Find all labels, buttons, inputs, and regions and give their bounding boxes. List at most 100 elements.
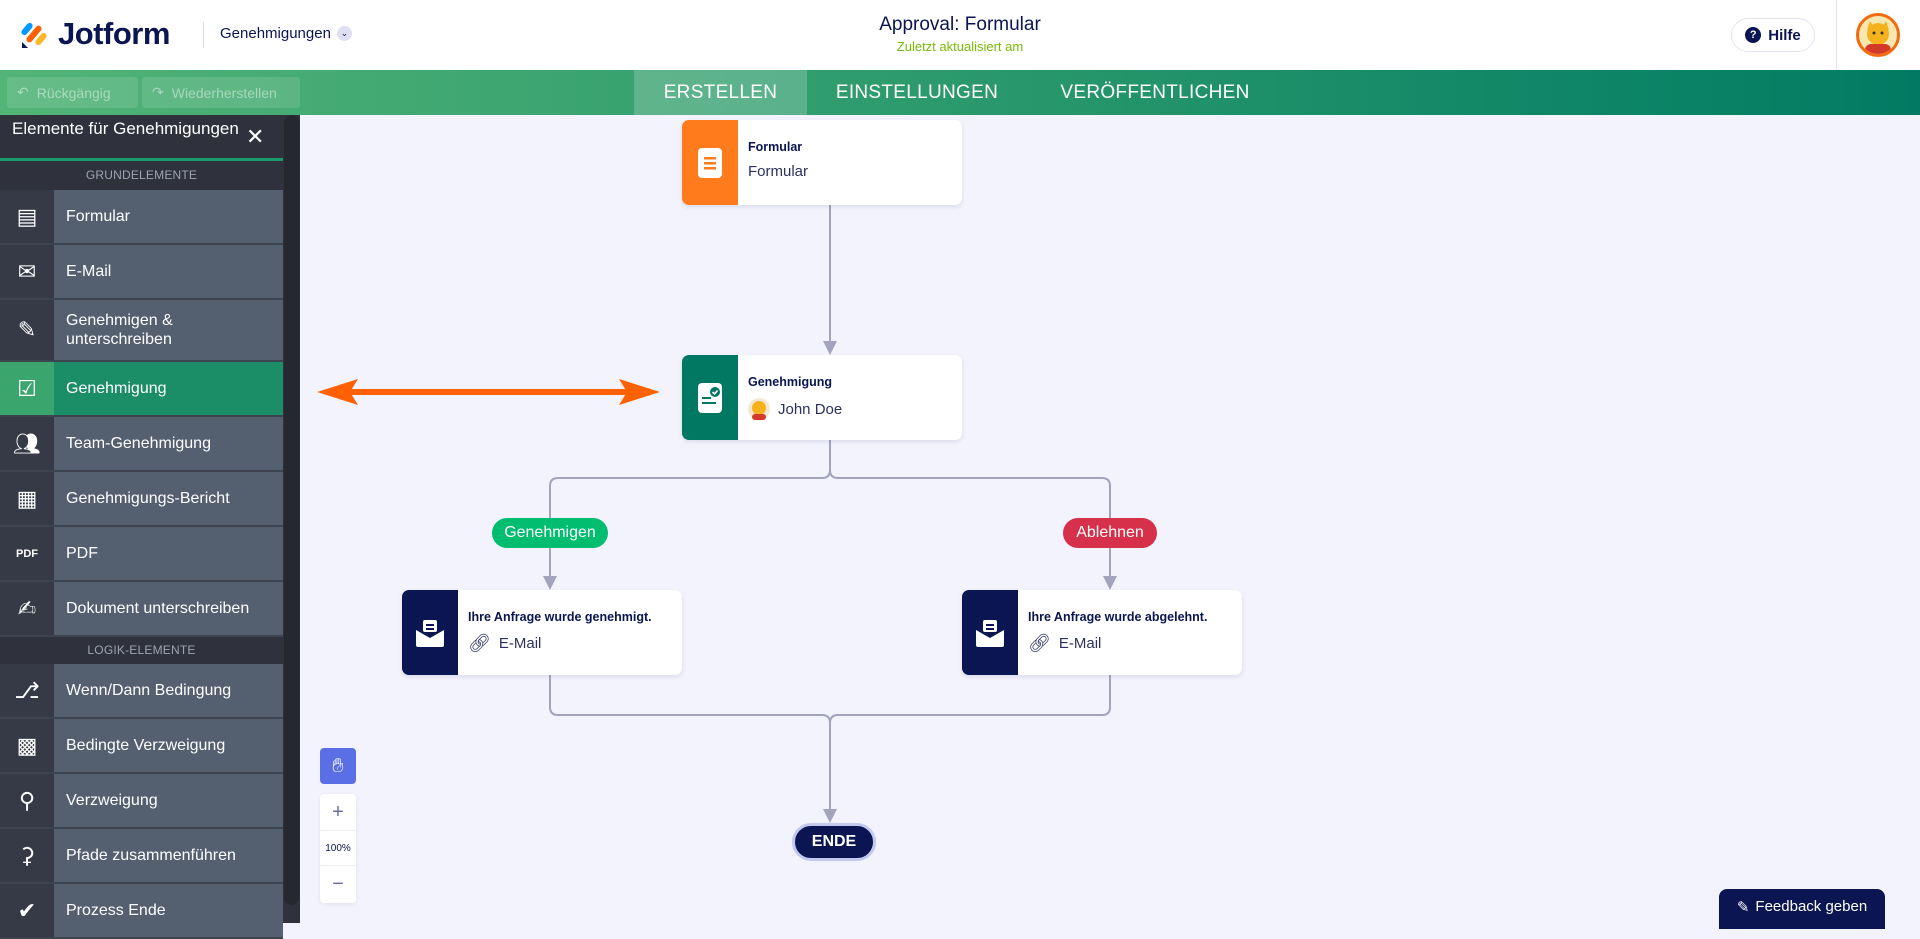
team-approval-icon: 👥︎ [0, 417, 54, 470]
node-subtitle: Formular [748, 163, 809, 180]
approval-icon [682, 355, 738, 440]
sidebar-item[interactable]: ✉E-Mail [0, 245, 283, 300]
merge-paths-icon: ⚳ [0, 829, 54, 882]
sidebar-item[interactable]: ▤Formular [0, 190, 283, 245]
sidebar-item[interactable]: ⚳Pfade zusammenführen [0, 829, 283, 884]
conditional-branch-icon: ▩ [0, 719, 54, 772]
if-then-icon: ⎇ [0, 664, 54, 717]
feedback-icon: ✎ [1736, 899, 1750, 916]
sidebar-item[interactable]: ✎Genehmigen & unterschreiben [0, 300, 283, 362]
sidebar-item[interactable]: ☑Genehmigung [0, 362, 283, 417]
sidebar-item[interactable]: 👥︎Team-Genehmigung [0, 417, 283, 472]
link-icon: 🔗︎ [1028, 633, 1051, 653]
page-title: Approval: Formular [879, 14, 1041, 35]
node-email-approved[interactable]: Ihre Anfrage wurde genehmigt. 🔗︎ E-Mail [402, 590, 682, 675]
node-subtitle: E-Mail [498, 635, 542, 652]
node-title: Ihre Anfrage wurde genehmigt. [468, 610, 652, 624]
node-email-rejected[interactable]: Ihre Anfrage wurde abgelehnt. 🔗︎ E-Mail [962, 590, 1242, 675]
tab-einstellungen[interactable]: EINSTELLUNGEN [835, 81, 999, 103]
assignee-name: John Doe [778, 400, 843, 418]
sign-document-icon: ✍︎ [0, 582, 54, 635]
sidebar-item-label: Genehmigen & unterschreiben [54, 300, 283, 360]
sidebar-item[interactable]: ✍︎Dokument unterschreiben [0, 582, 283, 637]
zoom-level: 100% [320, 830, 356, 866]
zoom-in-button[interactable]: + [332, 800, 344, 823]
redo-button[interactable]: ↷ Wiederherstellen [142, 77, 300, 108]
end-node[interactable]: ENDE [792, 823, 876, 861]
avatar-icon [1859, 16, 1897, 54]
close-icon[interactable]: ✕ [246, 124, 265, 149]
feedback-label: Feedback geben [1755, 898, 1868, 915]
sidebar-item[interactable]: ⚲Verzweigung [0, 774, 283, 829]
zoom-out-button[interactable]: − [332, 872, 344, 895]
form-icon [682, 120, 738, 205]
reject-path-label[interactable]: Ablehnen [1063, 518, 1157, 548]
assignee-avatar [748, 398, 770, 420]
divider [203, 22, 204, 48]
sidebar-section-label: LOGIK-ELEMENTE [87, 643, 196, 657]
redo-icon: ↷ [152, 84, 164, 100]
connector [549, 440, 831, 582]
tab-erstellen[interactable]: ERSTELLEN [634, 70, 807, 115]
envelope-icon [402, 590, 458, 675]
approval-icon: ☑ [0, 362, 54, 415]
link-icon: 🔗︎ [468, 633, 491, 653]
user-avatar[interactable] [1856, 13, 1900, 57]
arrow-head [823, 809, 837, 823]
sidebar-section-label: GRUNDELEMENTE [85, 168, 198, 182]
node-title: Ihre Anfrage wurde abgelehnt. [1028, 610, 1208, 624]
question-icon: ? [1745, 27, 1762, 43]
arrow-head [543, 576, 557, 590]
hand-icon: ✋︎ [332, 754, 344, 777]
app-switcher-label: Genehmigungen [220, 25, 331, 42]
branch-icon: ⚲ [0, 774, 54, 827]
jotform-logo[interactable]: Jotform [20, 16, 170, 52]
undo-label: Rückgängig [36, 84, 111, 101]
sidebar-scrollbar[interactable] [284, 115, 299, 905]
report-icon: ▦ [0, 472, 54, 525]
divider [0, 158, 283, 161]
sidebar-item-label: Genehmigungs-Bericht [54, 472, 283, 525]
arrow-head [823, 341, 837, 355]
sidebar-item[interactable]: ▦Genehmigungs-Bericht [0, 472, 283, 527]
divider [1836, 0, 1837, 70]
connector [549, 675, 831, 814]
undo-button[interactable]: ↶ Rückgängig [7, 77, 138, 108]
toolbar [0, 70, 1920, 115]
sidebar-item-label: Wenn/Dann Bedingung [54, 664, 283, 717]
tab-veroeffentlichen[interactable]: VERÖFFENTLICHEN [1060, 81, 1250, 103]
hand-tool-button[interactable]: ✋︎ [320, 748, 356, 784]
connector [829, 675, 1111, 724]
zoom-controls: + 100% − [320, 794, 356, 903]
sidebar-item-label: Team-Genehmigung [54, 417, 283, 470]
app-switcher[interactable]: Genehmigungen ⌄ [220, 25, 352, 42]
connector [829, 469, 1111, 582]
sidebar-title: Elemente für Genehmigungen [12, 119, 239, 138]
sidebar-item-label: Verzweigung [54, 774, 283, 827]
sidebar-item-label: PDF [54, 527, 283, 580]
last-updated: Zuletzt aktualisiert am [896, 39, 1024, 54]
node-subtitle: E-Mail [1058, 635, 1102, 652]
double-arrow-annotation [317, 379, 660, 405]
pdf-icon: PDF [0, 527, 54, 580]
approve-sign-icon: ✎ [0, 300, 54, 360]
help-label: Hilfe [1768, 26, 1801, 44]
sidebar-item[interactable]: ▩Bedingte Verzweigung [0, 719, 283, 774]
sidebar-item-label: Genehmigung [54, 362, 283, 415]
approve-path-label[interactable]: Genehmigen [492, 518, 608, 548]
node-title: Formular [748, 140, 803, 154]
help-button[interactable]: ? Hilfe [1731, 18, 1815, 52]
undo-icon: ↶ [17, 84, 29, 100]
header [0, 0, 1920, 70]
sidebar-item-label: Dokument unterschreiben [54, 582, 283, 635]
node-title: Genehmigung [748, 375, 833, 389]
redo-label: Wiederherstellen [171, 84, 277, 101]
logo-text: Jotform [58, 16, 170, 51]
feedback-button[interactable]: ✎ Feedback geben [1719, 889, 1885, 929]
chevron-down-icon: ⌄ [336, 26, 352, 41]
sidebar-item[interactable]: ⎇Wenn/Dann Bedingung [0, 664, 283, 719]
